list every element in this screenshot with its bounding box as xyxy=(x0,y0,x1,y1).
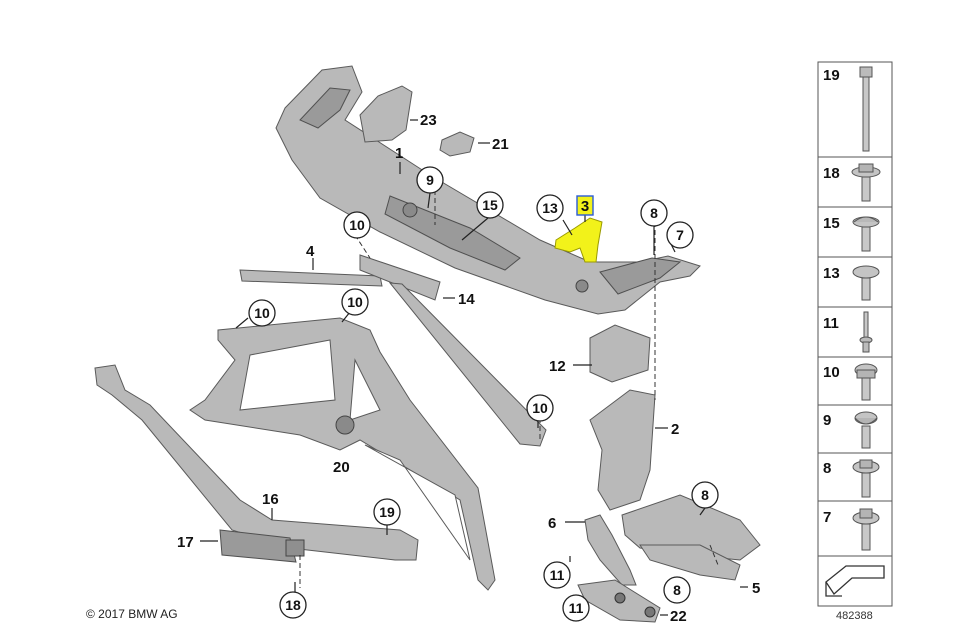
part-4-bar xyxy=(239,269,383,287)
callout-10: 10 xyxy=(248,299,276,327)
part-14-bracket xyxy=(359,254,441,301)
part-6-bracket xyxy=(584,514,637,586)
svg-text:13: 13 xyxy=(542,200,558,216)
bumper-carrier-part xyxy=(275,65,701,315)
diagram-code: 482388 xyxy=(836,610,873,622)
svg-text:11: 11 xyxy=(569,600,584,616)
label-6: 6 xyxy=(548,515,556,532)
callout-10: 10 xyxy=(341,288,369,316)
label-23: 23 xyxy=(420,112,437,129)
callout-9: 9 xyxy=(416,166,444,194)
guide-line xyxy=(354,234,371,259)
svg-text:10: 10 xyxy=(347,294,363,310)
label-5: 5 xyxy=(752,580,760,597)
callout-11: 11 xyxy=(562,594,590,622)
svg-text:19: 19 xyxy=(823,67,840,84)
svg-text:11: 11 xyxy=(823,315,839,332)
svg-text:15: 15 xyxy=(823,215,840,232)
callout-7: 7 xyxy=(666,221,694,249)
callout-8: 8 xyxy=(640,199,668,227)
screw-7-icon xyxy=(852,508,880,551)
label-22: 22 xyxy=(670,608,687,625)
svg-text:11: 11 xyxy=(550,567,565,583)
callout-18: 18 xyxy=(279,591,307,619)
part-23-bracket xyxy=(359,85,413,143)
svg-text:10: 10 xyxy=(349,217,365,233)
callout-15: 15 xyxy=(476,191,504,219)
copyright-text: © 2017 BMW AG xyxy=(86,607,178,621)
svg-text:19: 19 xyxy=(379,504,395,520)
guide-line xyxy=(709,544,719,566)
svg-text:15: 15 xyxy=(482,197,498,213)
part-16-strut xyxy=(94,364,419,563)
label-4: 4 xyxy=(306,243,315,260)
svg-text:10: 10 xyxy=(532,400,548,416)
diagonal-strut xyxy=(388,282,547,447)
callout-8: 8 xyxy=(663,576,691,604)
svg-text:10: 10 xyxy=(823,364,840,381)
callout-11: 11 xyxy=(543,561,571,589)
label-3-highlight-box xyxy=(576,195,594,216)
label-3: 3 xyxy=(581,198,589,215)
part-2-bracket xyxy=(589,389,656,511)
pin-11-icon xyxy=(859,311,873,353)
part-5-lower xyxy=(639,544,741,581)
callout-10: 10 xyxy=(343,211,371,239)
svg-text:8: 8 xyxy=(701,487,709,503)
label-2: 2 xyxy=(671,421,679,438)
svg-text:7: 7 xyxy=(823,509,831,526)
svg-text:8: 8 xyxy=(823,460,831,477)
part-12-box xyxy=(589,324,651,383)
svg-text:9: 9 xyxy=(823,412,831,429)
fastener-legend: 19 18 15 13 11 10 9 8 7 xyxy=(817,61,893,607)
label-17: 17 xyxy=(177,534,194,551)
part-20-frame xyxy=(189,317,496,591)
svg-text:7: 7 xyxy=(676,227,684,243)
svg-text:18: 18 xyxy=(823,165,840,182)
screw-18-icon xyxy=(851,163,881,202)
screw-8-icon xyxy=(852,459,880,498)
screw-10-icon xyxy=(854,363,878,401)
label-21: 21 xyxy=(492,136,509,153)
label-16: 16 xyxy=(262,491,279,508)
callout-19: 19 xyxy=(373,498,401,526)
svg-text:18: 18 xyxy=(285,597,301,613)
callout-10: 10 xyxy=(526,394,554,422)
screw-15-icon xyxy=(852,216,880,252)
direction-arrow-icon xyxy=(825,565,885,597)
label-1: 1 xyxy=(395,145,403,162)
screw-9-icon xyxy=(854,411,878,449)
label-20: 20 xyxy=(333,459,350,476)
svg-text:8: 8 xyxy=(650,205,658,221)
svg-text:10: 10 xyxy=(254,305,270,321)
svg-text:8: 8 xyxy=(673,582,681,598)
svg-text:13: 13 xyxy=(823,265,840,282)
label-14: 14 xyxy=(458,291,475,308)
svg-text:9: 9 xyxy=(426,172,434,188)
callout-8: 8 xyxy=(691,481,719,509)
label-12: 12 xyxy=(549,358,566,375)
part-21-clip xyxy=(439,131,475,157)
callout-13: 13 xyxy=(536,194,564,222)
bolt-19-icon xyxy=(859,66,873,152)
screw-13-icon xyxy=(852,265,880,301)
